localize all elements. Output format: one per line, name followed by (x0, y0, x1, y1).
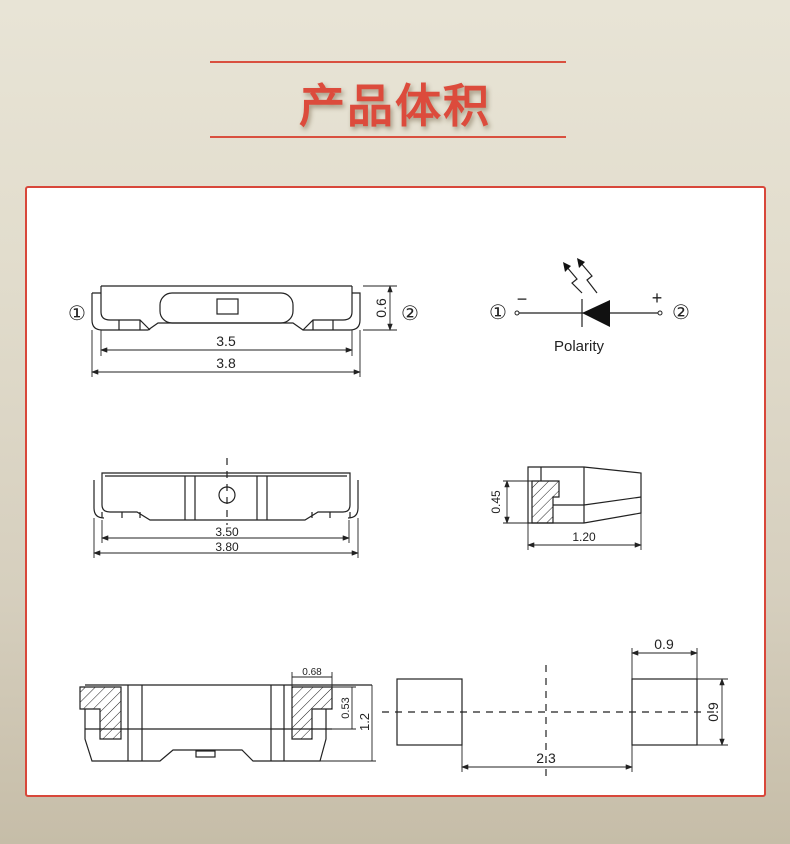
polarity-symbol: − + Polarity ① ② (489, 258, 690, 355)
polarity-label: Polarity (554, 338, 605, 355)
section-view: 0.68 0.53 1.2 (79, 667, 376, 762)
page-title: 产品体积 (299, 79, 491, 133)
pad-height-label: 0.53 (340, 697, 352, 718)
pitch-label: 2.3 (536, 750, 556, 766)
title-rule-bottom (210, 136, 566, 138)
pad-width-label: 0.68 (302, 667, 322, 678)
total-height-label: 1.2 (357, 713, 372, 731)
footprint-view: 2.3 0.9 0.9 (382, 636, 728, 778)
minus-sign: − (517, 289, 528, 309)
plus-sign: + (652, 288, 663, 308)
side-height-label: 0.45 (489, 490, 503, 514)
pin2-label: ② (401, 303, 419, 325)
side-view: 0.45 1.20 (489, 466, 642, 550)
footprint-height-label: 0.9 (705, 702, 721, 722)
front-outer-width-label: 3.80 (215, 540, 239, 554)
top-inner-width-label: 3.5 (216, 333, 236, 349)
pin1-label: ① (489, 302, 507, 324)
top-outer-width-label: 3.8 (216, 355, 236, 371)
title-rule-top (210, 61, 566, 63)
top-height-label: 0.6 (373, 298, 389, 318)
top-view: 3.5 3.8 0.6 ① ② (68, 285, 419, 377)
side-width-label: 1.20 (572, 530, 596, 544)
pin1-label: ① (68, 303, 86, 325)
pin2-label: ② (672, 302, 690, 324)
footprint-width-label: 0.9 (654, 636, 674, 652)
front-inner-width-label: 3.50 (215, 525, 239, 539)
front-view: 3.50 3.80 (93, 458, 359, 558)
dimension-panel (25, 186, 766, 797)
